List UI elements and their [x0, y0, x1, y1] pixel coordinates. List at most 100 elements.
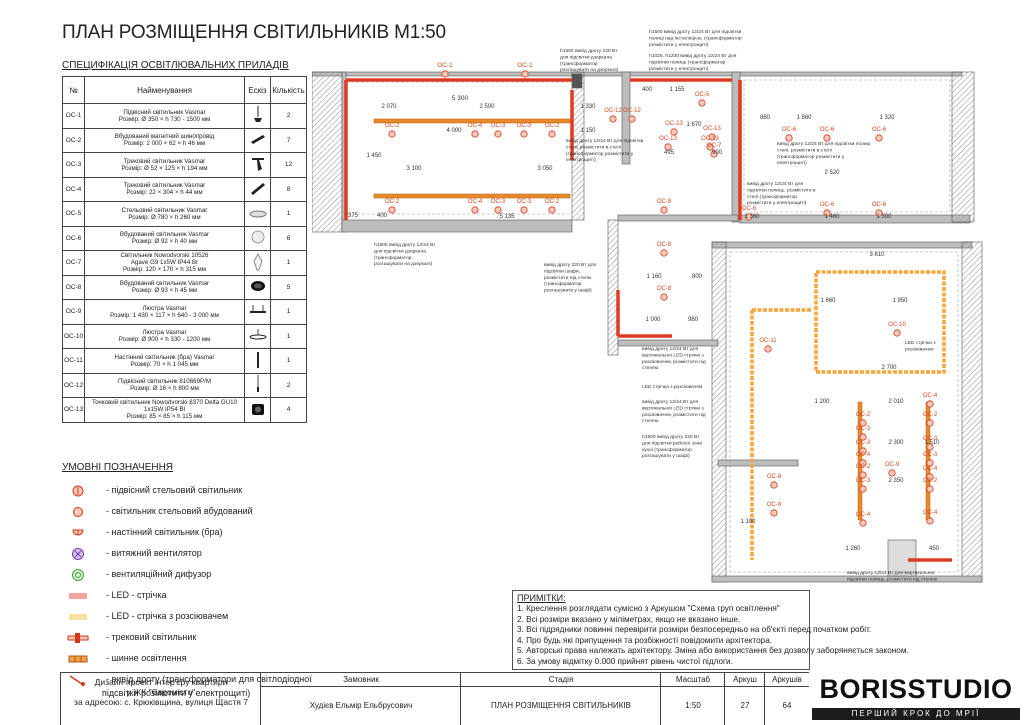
spec-row-name-line: Розмір: 85 × 85 × h 115 мм	[126, 413, 203, 421]
north-wall	[312, 71, 963, 77]
fixture-marker-icon	[494, 130, 502, 138]
dimension-label: 450	[929, 546, 940, 552]
plan-annotation-line: розсіювачем, розмістити під	[642, 359, 706, 365]
fixture-label: ОС-6	[872, 202, 887, 208]
busbar-icon	[66, 652, 90, 666]
fixture-sketch-icon	[253, 375, 263, 395]
note-line: 5. Авторські права належать архітектору.…	[517, 646, 909, 655]
dimension-label: 1 320	[879, 115, 895, 121]
spec-row-qty: 1	[270, 250, 307, 276]
spec-row-sketch	[244, 152, 271, 178]
spec-row-qty: 1	[270, 323, 307, 349]
legend-text: - світильник стельовий вбудований	[106, 506, 253, 516]
spec-row-code: ОС-5	[62, 201, 85, 227]
plan-annotation-line: h1500 вивід дроту 220 Вт	[642, 434, 700, 440]
spec-row-name-line: Розмір: Ø 900 × h 330 - 1200 мм	[118, 336, 211, 344]
spec-row-code: ОС-8	[62, 274, 85, 300]
fixture-label: ОС-8	[657, 199, 672, 205]
plan-annotation-line: вивід дроту 220 Вт для	[544, 262, 596, 268]
plan-annotation-line: h1600 вивід дроту 12/24 Вт	[374, 242, 436, 248]
fixture-marker-icon	[548, 130, 556, 138]
client-label: Замовник	[260, 672, 461, 687]
spec-row-name-line: Розмір: 120 × 170 × h 315 мм	[122, 266, 207, 274]
led-strips	[344, 78, 952, 562]
fixture-label: ОС-1	[517, 62, 533, 69]
dimension-label: 2 520	[824, 170, 840, 176]
fixture-marker-icon	[859, 519, 867, 527]
spec-row-name-line: Розмір: Ø 780 × h 260 мм	[128, 213, 201, 221]
fixture-label: ОС-2	[545, 199, 560, 205]
spec-row-code: ОС-12	[62, 372, 85, 398]
south-wall-right	[739, 214, 971, 224]
fixture-sketch-icon	[249, 329, 267, 343]
legend-text-cont: підсвітки розмістити у електрощиті)	[102, 688, 251, 698]
fixture-label: ОС-3	[923, 436, 938, 442]
dimension-label: 1 450	[366, 153, 382, 159]
dimension-label: 1 670	[686, 122, 702, 128]
notes-heading: ПРИМІТКИ:	[517, 593, 566, 603]
exhaust-fan-icon	[66, 547, 90, 561]
dimension-label: 400	[377, 213, 388, 219]
plan-annotation-line: розмістити у електрощиті)	[747, 200, 807, 206]
tb-project: Дизайн-проект інтер'єру квартири у ЖК "Є…	[60, 672, 261, 725]
dimension-label: 800	[692, 274, 703, 280]
spec-row-code: ОС-7	[62, 250, 85, 276]
plan-annotation-line: LED стрічка з розсіювачем	[642, 384, 703, 390]
plan-annotation-line: підсвітки полиць, розмістити під стелею	[847, 576, 938, 582]
spec-row-name-line: Люстра Vasmar	[142, 329, 187, 337]
spec-row-qty: 1	[270, 201, 307, 227]
fixture-marker-icon	[859, 485, 867, 493]
plan-annotation-line: розташувати на дзеркалі)	[560, 67, 619, 73]
fixture-label: ОС-6	[782, 127, 797, 133]
spec-header-row: № Найменування Ескіз Кількість	[62, 76, 307, 104]
plan-annotation-line: (трансформатор розмістити у	[777, 154, 845, 160]
spec-row-qty: 7	[270, 127, 307, 153]
spec-row-sketch	[244, 299, 271, 325]
fixture-label: ОС-12	[604, 108, 622, 114]
led-strip-icon	[66, 589, 90, 603]
spec-row-name-line: Розмір: 70 × h 1 045 мм	[130, 360, 199, 368]
fixture-sketch-icon	[251, 230, 265, 246]
plan-annotation-line: (трансформатор розмістити у	[566, 151, 634, 157]
dimension-label: 860	[760, 115, 771, 121]
fixture-label: ОС-12	[623, 108, 641, 114]
fixtures	[388, 70, 934, 527]
studio-logo: BORISSTUDIO ПЕРШИЙ КРОК ДО МРІЇ	[808, 672, 1024, 724]
fixture-label: ОС-8	[767, 474, 782, 480]
dimension-label: 1 510	[924, 440, 940, 446]
spec-row-qty: 6	[270, 225, 307, 251]
fixture-marker-icon	[745, 213, 753, 221]
scale-label: Масштаб	[660, 672, 725, 687]
spec-row-name-line: Підвісний світильник Vasmar	[123, 108, 206, 116]
spec-row-name-line: Підвісний світильник 810669P/M	[117, 378, 212, 386]
west-wall	[312, 71, 343, 233]
fixture-label: ОС-2	[923, 412, 938, 418]
plan-annotation-line: розсіювачем	[905, 346, 934, 352]
fixture-label: ОС-3	[517, 199, 532, 205]
spec-row-name-line: Трековий світильник Vasmar	[123, 182, 206, 190]
legend-item: - трековий світильник	[64, 631, 314, 647]
fixture-label: ОС-2	[385, 123, 400, 129]
fixture-marker-icon	[609, 115, 617, 123]
legend-item: - LED - стрічка	[64, 589, 314, 605]
spec-row-name: Точковий світильник Nowodvorski 8370 Del…	[84, 397, 245, 423]
fixture-marker-icon	[926, 443, 934, 451]
fixture-marker-icon	[710, 150, 718, 158]
fixture-label: ОС-4	[923, 393, 938, 399]
fixture-marker-icon	[823, 209, 831, 217]
plan-annotation-line: вивід дроту 12/24 Вт для підсвітки	[566, 138, 644, 144]
plan-annotation-line: (трансформатор	[544, 281, 582, 287]
fixture-label: ОС-4	[468, 123, 483, 129]
dimension-label: 2 300	[888, 440, 904, 446]
spec-row-name-line: Вбудований світильник Vasmar	[119, 231, 210, 239]
spec-row-name-line: Розмір: Ø 92 × h 40 мм	[131, 238, 198, 246]
legend-item: - вентиляційний дифузор	[64, 568, 314, 584]
plan-annotation-line: вивід дроту 12/24 Вт для	[642, 399, 699, 405]
